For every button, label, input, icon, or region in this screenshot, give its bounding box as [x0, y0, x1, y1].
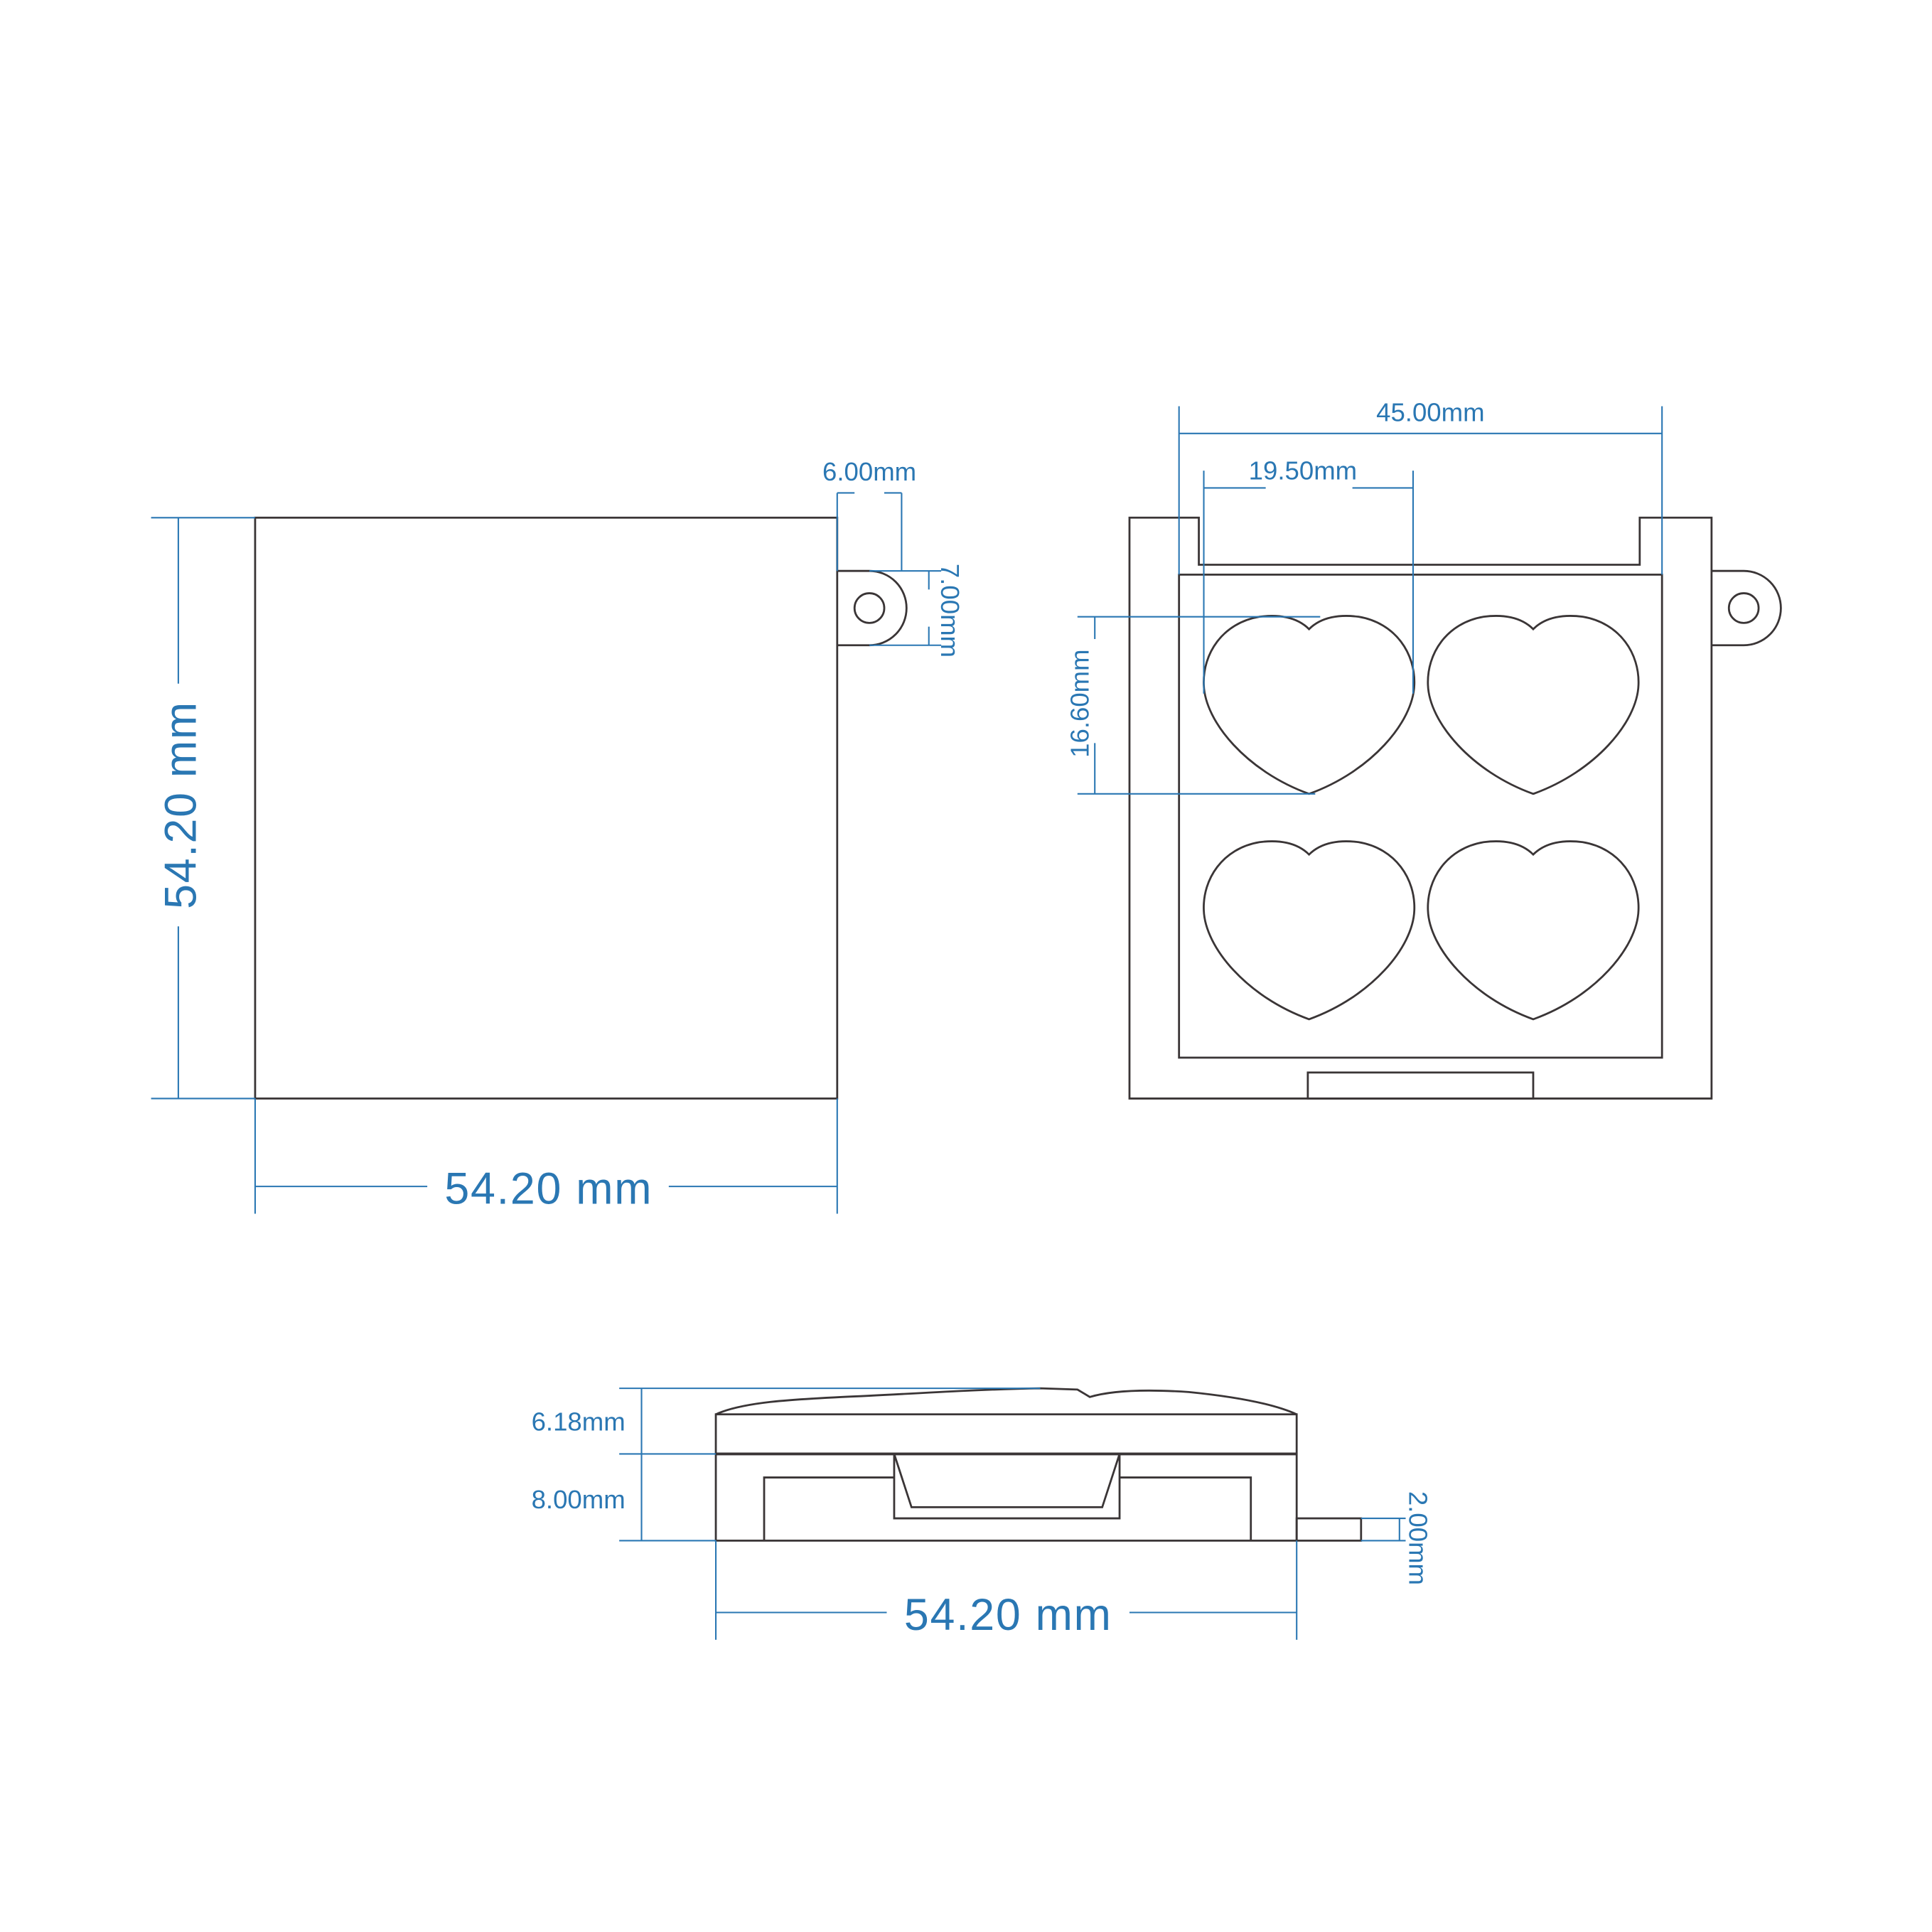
tab-thickness-label: 2.00mm [1404, 1491, 1433, 1585]
tab-height-label: 7.00mm [935, 564, 965, 658]
top-tray-outline [1178, 574, 1663, 1059]
side-dimension-lines [619, 1388, 1406, 1640]
top-frame-outline [1128, 516, 1713, 1100]
tab-hole [853, 592, 886, 624]
front-dimension-lines [151, 492, 942, 1214]
side-latch [893, 1454, 1121, 1520]
side-view: 6.18mm 8.00mm 2.00mm 54.20 mm [532, 1387, 1433, 1640]
heart-well-1 [1203, 615, 1416, 795]
front-hanging-tab [837, 569, 908, 647]
heart-well-2 [1427, 615, 1640, 795]
inner-width-label: 45.00mm [1376, 397, 1484, 426]
side-tab [1295, 1517, 1363, 1542]
side-inner-tray [763, 1476, 1252, 1541]
top-view: 45.00mm 19.50mm 16.60mm [1065, 397, 1782, 1100]
heart-height-label: 16.60mm [1065, 649, 1094, 757]
top-hanging-tab [1711, 569, 1782, 647]
side-lid-top [715, 1387, 1297, 1415]
top-tab-hole [1727, 592, 1760, 624]
side-body-outline [714, 1413, 1298, 1542]
front-view: 54.20 mm 54.20 mm 6.00mm 7.00mm [151, 457, 965, 1214]
heart-well-3 [1203, 840, 1416, 1021]
heart-well-4 [1427, 840, 1640, 1021]
front-width-label: 54.20 mm [444, 1164, 653, 1214]
base-height-label: 8.00mm [532, 1485, 626, 1514]
lid-height-label: 6.18mm [532, 1407, 626, 1436]
top-dimension-lines [1077, 406, 1663, 795]
front-body-outline [254, 516, 839, 1100]
tab-width-label: 6.00mm [822, 457, 916, 486]
side-width-label: 54.20 mm [904, 1590, 1112, 1640]
top-latch [1306, 1071, 1535, 1100]
front-height-label: 54.20 mm [156, 701, 205, 909]
heart-width-label: 19.50mm [1249, 456, 1357, 485]
